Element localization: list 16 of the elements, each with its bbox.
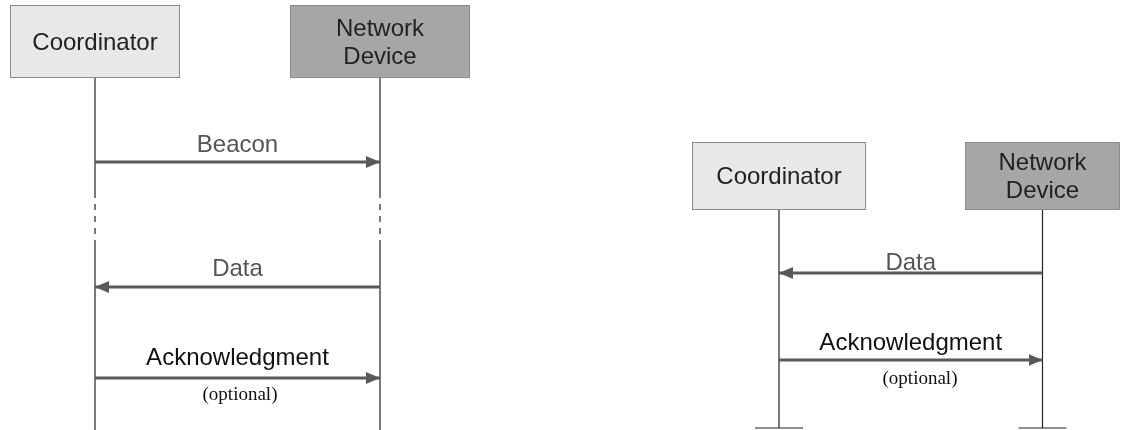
message-arrow [95, 372, 380, 384]
participant-box: Network Device [290, 5, 470, 78]
message-arrow [95, 156, 380, 168]
note-text: (optional) [882, 367, 958, 389]
message-arrow [779, 267, 1043, 279]
note-text: (optional) [202, 383, 278, 405]
message-label: Beacon [196, 130, 279, 158]
participant-box: Coordinator [692, 142, 866, 210]
message-label: Acknowledgment [819, 328, 1003, 356]
participant-box: Coordinator [10, 5, 180, 78]
message-label: Data [885, 248, 937, 276]
message-arrow [95, 281, 380, 293]
message-arrow [779, 354, 1043, 366]
message-label: Acknowledgment [146, 343, 329, 371]
message-label: Data [212, 254, 263, 282]
participant-box: Network Device [965, 142, 1120, 210]
